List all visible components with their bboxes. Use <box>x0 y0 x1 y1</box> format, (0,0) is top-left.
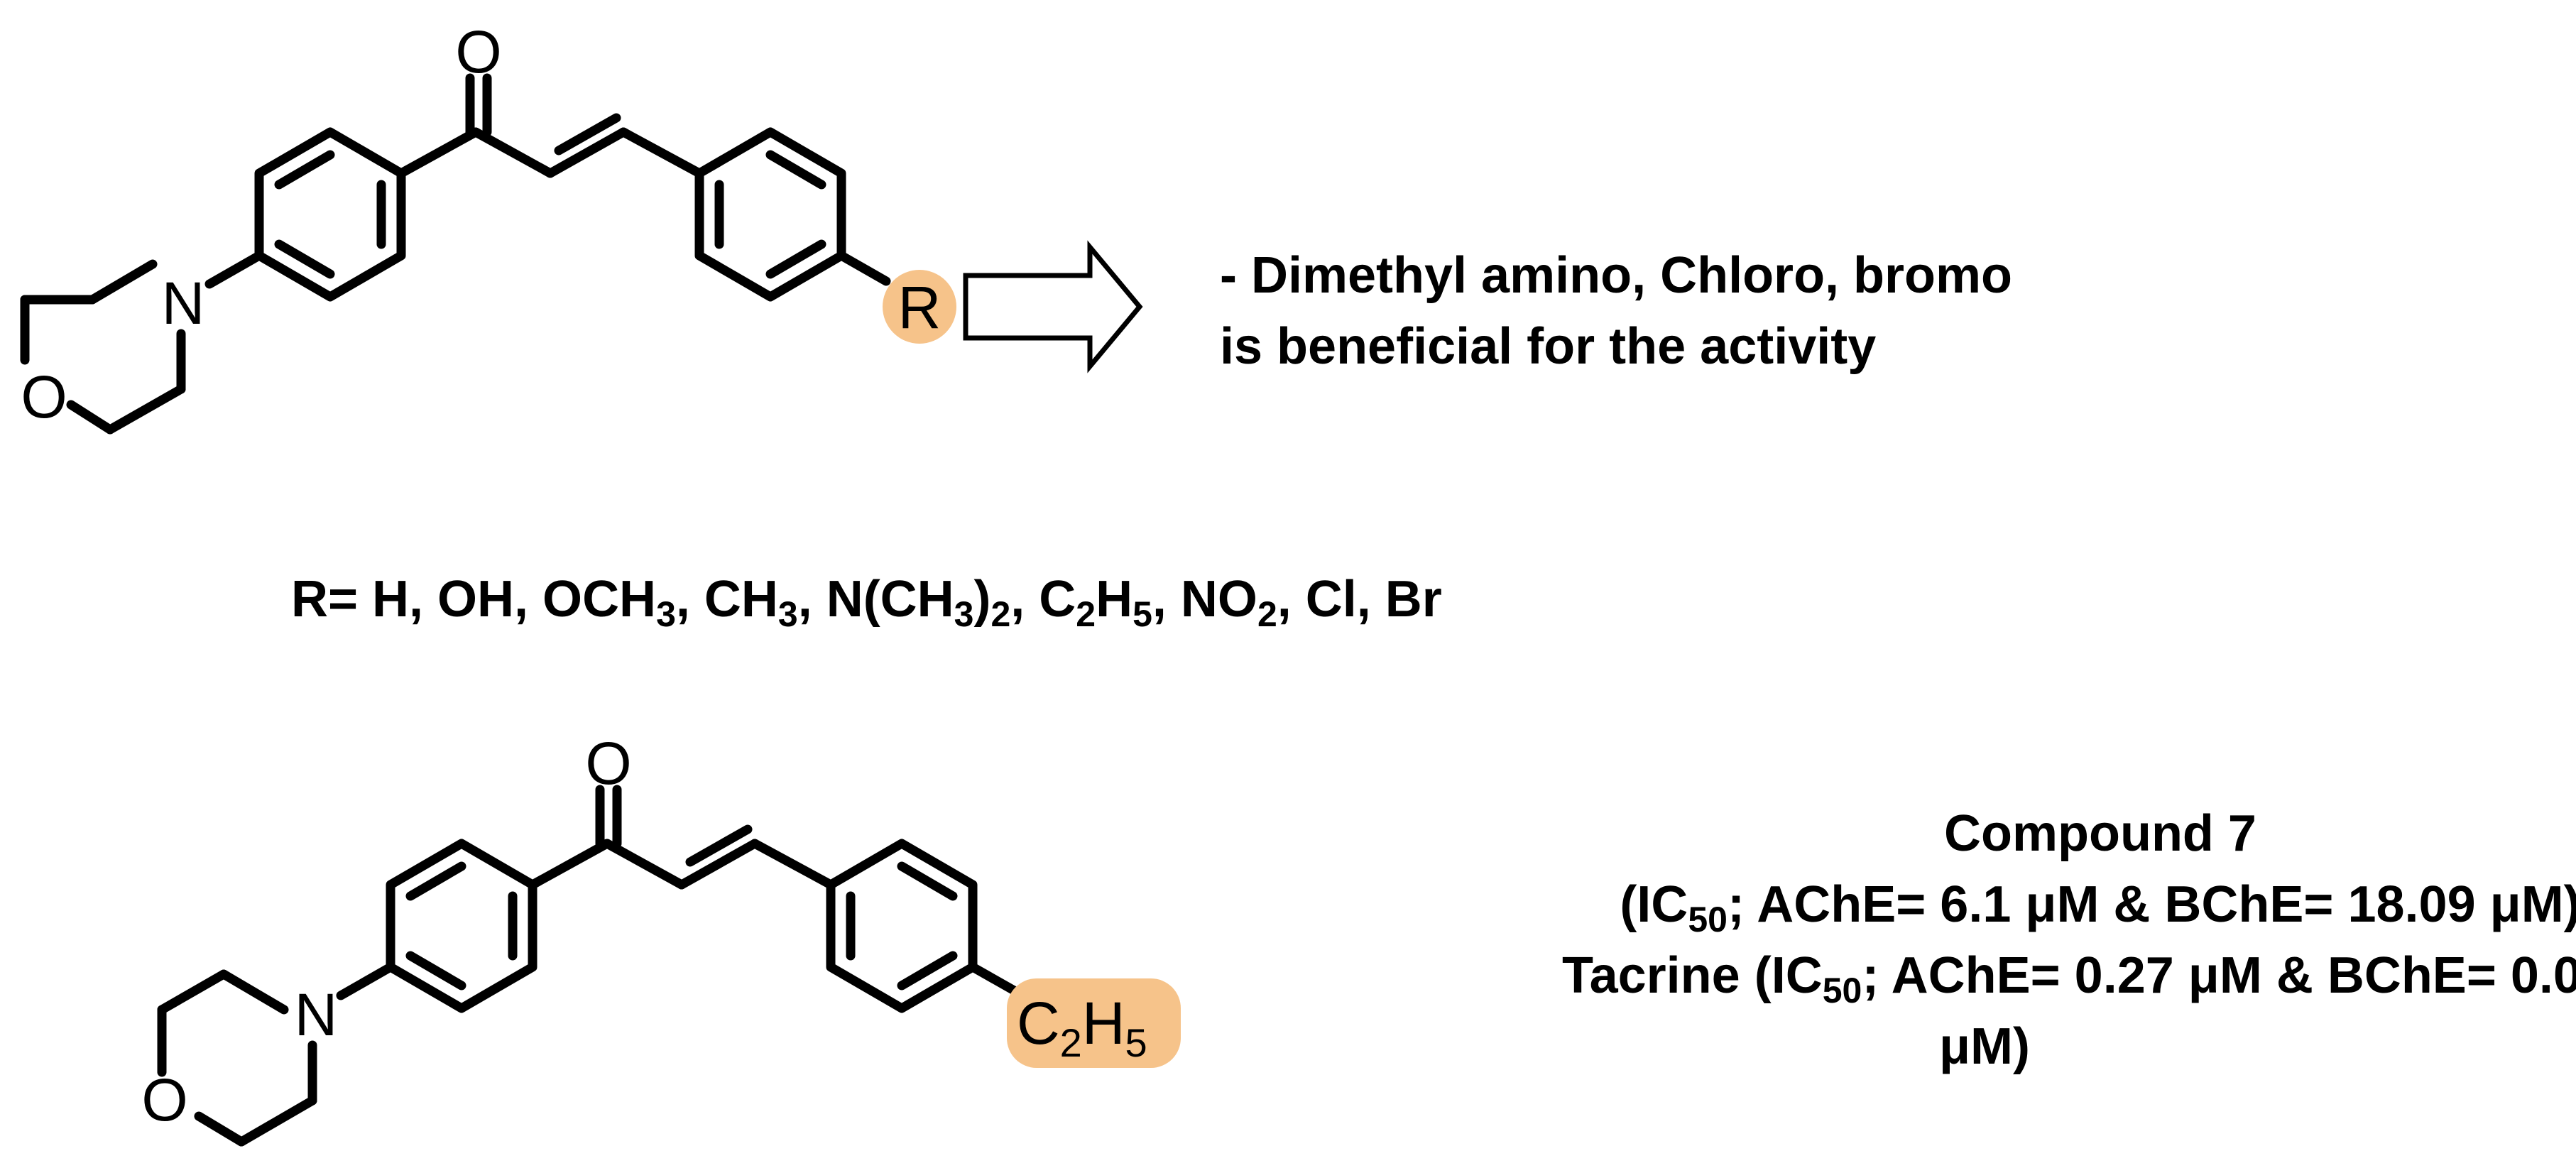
sar-note-line-1: - Dimethyl amino, Chloro, bromo <box>1220 247 2012 304</box>
bottom-carbonyl-oxygen-label: O <box>585 730 631 797</box>
r-group-label: R <box>898 274 942 341</box>
compound-title: Compound 7 <box>1944 805 2256 862</box>
bottom-phenyl-ring-a <box>386 839 537 1013</box>
compound-7-structure: O N O C2H5 <box>141 730 1181 1147</box>
ethyl-highlight <box>1007 978 1181 1068</box>
top-phenyl-ring-a <box>254 127 406 302</box>
tacrine-ic50-line: Tacrine (IC50; AChE= 0.27 μM & BChE= 0.0… <box>1562 947 2576 1010</box>
tacrine-unit: μM) <box>1939 1018 2030 1075</box>
sar-note: - Dimethyl amino, Chloro, bromo is benef… <box>1220 247 2012 375</box>
sar-note-line-2: is beneficial for the activity <box>1220 318 1876 375</box>
right-arrow-icon <box>963 240 1143 373</box>
r-group-highlight <box>883 270 956 344</box>
bottom-morpholine-ring <box>157 969 317 1147</box>
bottom-nitrogen-label: N <box>295 981 338 1048</box>
compound-7-ic50-line: (IC50; AChE= 6.1 μM & BChE= 18.09 μM) <box>1620 876 2576 939</box>
top-chalcone-structure: O N O R <box>20 18 956 435</box>
substituent-list: R= H, OH, OCH3, CH3, N(CH3)2, C2H5, NO2,… <box>291 571 1442 634</box>
top-carbonyl-oxygen-label: O <box>455 18 501 85</box>
compound-7-activity: Compound 7 (IC50; AChE= 6.1 μM & BChE= 1… <box>1562 805 2576 1075</box>
top-morpholine-ring <box>20 259 186 435</box>
bottom-ring-oxygen-label: O <box>141 1066 187 1133</box>
bottom-phenyl-ring-b <box>826 839 978 1013</box>
ethyl-label: C2H5 <box>1017 990 1147 1065</box>
top-ring-oxygen-label: O <box>21 364 67 430</box>
top-phenyl-ring-b <box>694 127 846 302</box>
top-nitrogen-label: N <box>162 270 205 337</box>
